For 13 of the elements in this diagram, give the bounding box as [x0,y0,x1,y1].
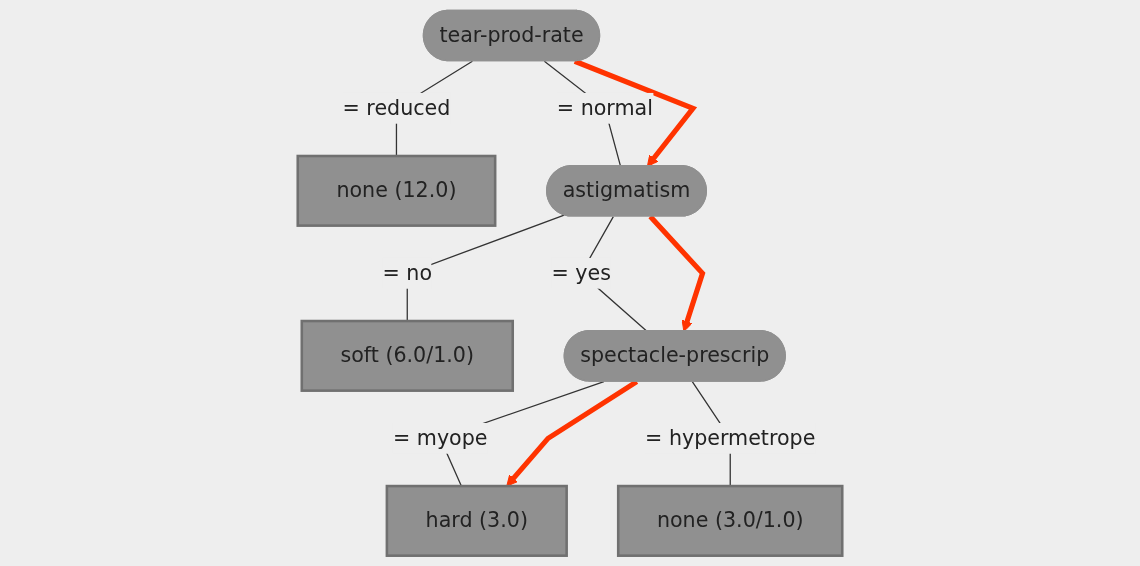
edge-label: = normal [556,95,653,120]
node-box: soft (6.0/1.0) [300,319,514,392]
arrow [648,214,706,332]
arrow [506,379,639,487]
node-box: none (3.0/1.0) [616,484,844,557]
edge-label: = reduced [342,95,451,120]
arrow [573,58,698,167]
edge-label: = myope [392,425,488,450]
edge-label: = hypermetrope [645,425,816,450]
node-box: none (12.0) [296,154,497,227]
edge-label: = yes [551,260,611,285]
edge-label: = no [382,260,433,285]
node-box: hard (3.0) [385,484,568,557]
